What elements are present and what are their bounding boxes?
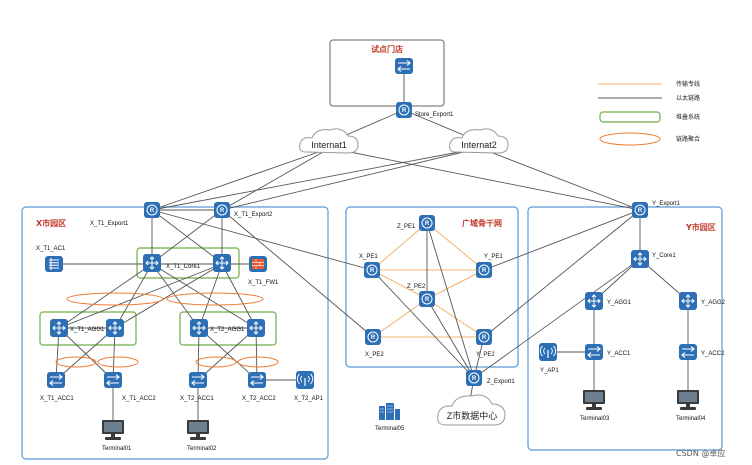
lag-ellipses [55, 292, 279, 368]
store-title: 试点门店 [371, 44, 403, 54]
x-park-title: X市园区 [36, 218, 66, 228]
z-pe1-router-icon[interactable] [418, 214, 436, 232]
z-export1-router-icon[interactable] [465, 369, 483, 387]
y-acc2-label: Y_ACC2 [701, 351, 725, 357]
x-pe2-label: X_PE2 [365, 352, 384, 358]
terminal03-label: Terminal03 [580, 416, 610, 422]
x-t1-fw1-label: X_T1_FW1 [248, 280, 279, 286]
x-t1-fw1-icon[interactable] [248, 255, 268, 273]
x-t2-ap1-label: X_T2_AP1 [294, 396, 324, 402]
x-t1-acc1-icon[interactable] [46, 371, 66, 389]
x-t1-acc2-icon[interactable] [103, 371, 123, 389]
terminal04-label: Terminal04 [676, 416, 706, 422]
store-export1-label: Store_Export1 [415, 112, 454, 118]
y-core1-icon[interactable] [630, 249, 650, 269]
x-pe2-router-icon[interactable] [364, 328, 382, 346]
x-t1-export1-router-icon[interactable] [143, 201, 161, 219]
y-pe2-label: Y_PE2 [476, 352, 495, 358]
x-t2-acc1-icon[interactable] [188, 371, 208, 389]
x-pe1-label: X_PE1 [359, 254, 378, 260]
store-export1-router-icon[interactable] [395, 101, 413, 119]
z-dc-label: Z市数据中心 [447, 410, 498, 421]
terminal02-label: Terminal02 [187, 446, 217, 452]
legend-stack-label: 堆叠系统 [676, 113, 700, 121]
store-switch-icon[interactable] [394, 57, 414, 75]
z-dc-cloud: Z市数据中心 [437, 394, 506, 426]
x-t2-ap1-icon[interactable] [295, 370, 315, 390]
y-pe2-router-icon[interactable] [475, 328, 493, 346]
x-t1-acc2-label: X_T1_ACC2 [122, 396, 156, 402]
internet1-label: Internat1 [311, 140, 347, 150]
x-t1-export2-router-icon[interactable] [213, 201, 231, 219]
z-export1-label: Z_Export1 [487, 379, 515, 385]
terminal03-pc-icon[interactable] [583, 390, 605, 410]
x-t1-agg1b-icon[interactable] [105, 318, 125, 338]
t2-agg-stack-box [179, 311, 277, 346]
legend-ethernet-label: 以太链路 [676, 94, 700, 102]
y-export1-router-icon[interactable] [631, 201, 649, 219]
legend-transport-label: 传输专线 [676, 80, 700, 88]
legend: 传输专线 以太链路 堆叠系统 链路聚合 [598, 80, 700, 146]
core-stack-box [136, 247, 240, 279]
transport-links [371, 222, 485, 338]
t1-agg-stack-box [39, 311, 137, 346]
y-agg2-label: Y_AGG2 [701, 300, 726, 306]
y-ap1-label: Y_AP1 [540, 368, 559, 374]
x-t2-agg1-label: X_T2_AGG1 [210, 327, 245, 333]
store-region-box [329, 39, 445, 107]
legend-lag-swatch [599, 132, 661, 146]
x-t1-agg1-label: X_T1_AGG1 [70, 327, 105, 333]
x-t1-export1-label: X_T1_Export1 [90, 221, 129, 227]
y-agg1-label: Y_AGG1 [607, 300, 632, 306]
x-t1-core1b-icon[interactable] [212, 253, 232, 273]
y-agg2-icon[interactable] [678, 291, 698, 311]
watermark: CSDN @卓应 [676, 448, 725, 458]
x-t2-acc2-icon[interactable] [247, 371, 267, 389]
terminal01-pc-icon[interactable] [102, 420, 124, 440]
x-pe1-router-icon[interactable] [363, 261, 381, 279]
terminal01-label: Terminal01 [102, 446, 132, 452]
x-t2-agg1a-icon[interactable] [189, 318, 209, 338]
z-pe2-label: Z_PE2 [407, 284, 426, 290]
backbone-region-box [345, 206, 519, 368]
y-pe1-router-icon[interactable] [475, 261, 493, 279]
legend-stack-swatch [599, 111, 661, 123]
y-park-region-box [527, 206, 723, 451]
terminal05-server-icon[interactable] [378, 402, 401, 421]
x-park-region-box [21, 206, 329, 460]
x-t1-core1a-icon[interactable] [142, 253, 162, 273]
internet2-label: Internat2 [461, 140, 497, 150]
x-t1-core1-label: X_T1_Core1 [166, 264, 201, 270]
y-acc1-label: Y_ACC1 [607, 351, 631, 357]
x-t1-agg1a-icon[interactable] [49, 318, 69, 338]
y-ap1-icon[interactable] [538, 342, 558, 362]
x-t2-agg1b-icon[interactable] [246, 318, 266, 338]
y-pe1-label: Y_PE1 [484, 254, 503, 260]
y-agg1-icon[interactable] [584, 291, 604, 311]
backbone-title: 广域骨干网 [462, 218, 502, 228]
x-t1-ac1-icon[interactable] [44, 255, 64, 273]
y-core1-label: Y_Core1 [652, 253, 676, 259]
terminal04-pc-icon[interactable] [677, 390, 699, 410]
x-t1-export2-label: X_T1_Export2 [234, 212, 273, 218]
terminal02-pc-icon[interactable] [187, 420, 209, 440]
z-pe2-router-icon[interactable] [418, 290, 436, 308]
z-pe1-label: Z_PE1 [397, 224, 416, 230]
ethernet-links [54, 68, 689, 428]
y-acc2-icon[interactable] [678, 343, 698, 361]
x-t2-acc1-label: X_T2_ACC1 [180, 396, 214, 402]
internet2-cloud: Internat2 [449, 128, 509, 154]
y-park-title: Y市园区 [685, 222, 716, 232]
legend-lag-label: 链路聚合 [676, 135, 700, 143]
x-t1-ac1-label: X_T1_AC1 [36, 246, 66, 252]
terminal05-label: Terminal05 [375, 426, 405, 432]
y-export1-label: Y_Export1 [652, 201, 681, 207]
y-acc1-icon[interactable] [584, 343, 604, 361]
x-t2-acc2-label: X_T2_ACC2 [242, 396, 276, 402]
x-t1-acc1-label: X_T1_ACC1 [40, 396, 74, 402]
internet1-cloud: Internat1 [299, 128, 359, 154]
